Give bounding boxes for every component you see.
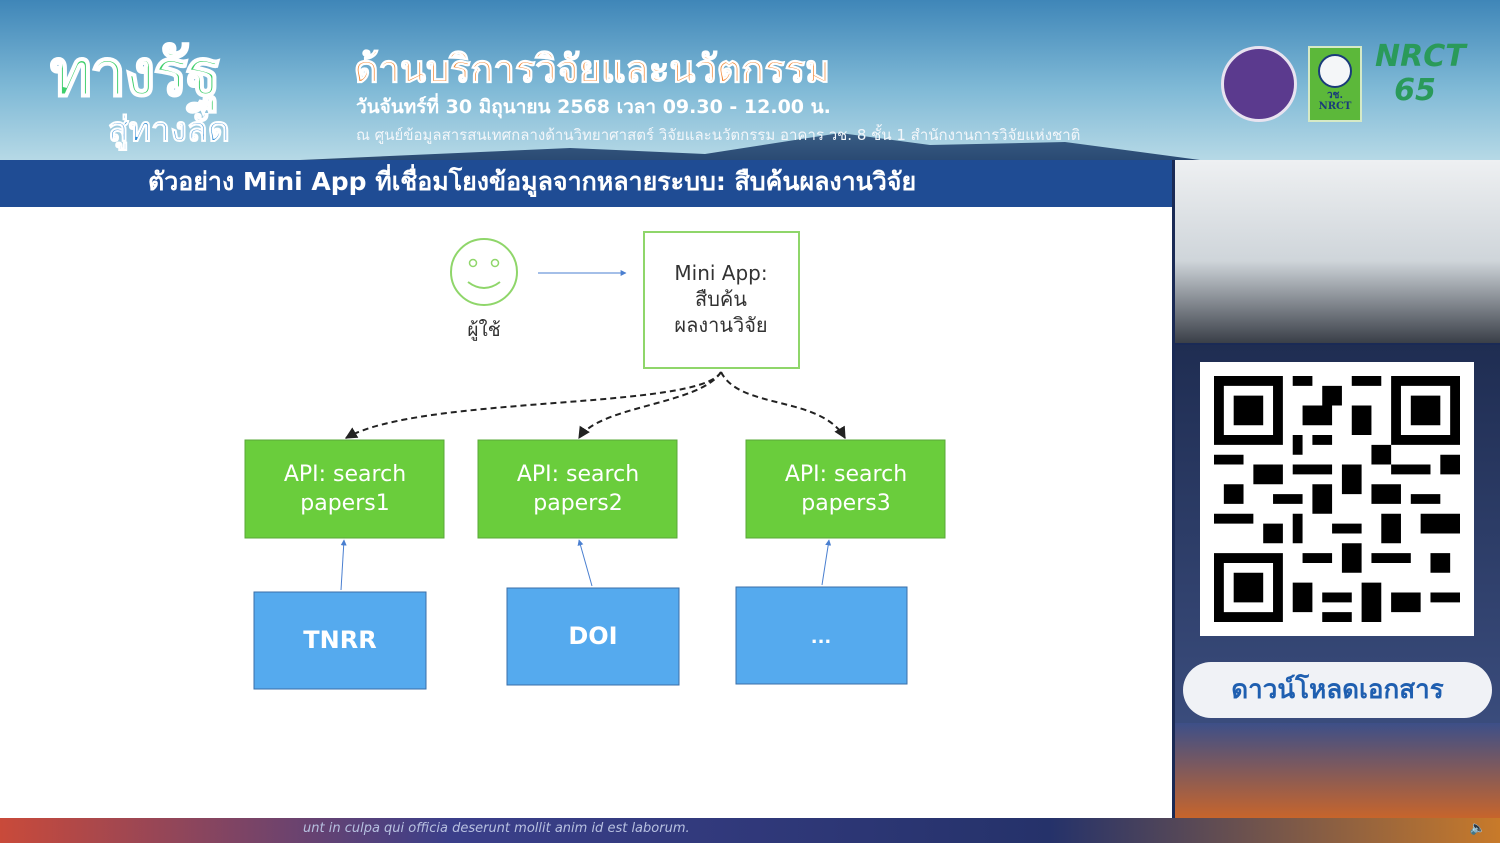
svg-text:...: ... — [811, 627, 832, 648]
download-panel: ดาวน์โหลดเอกสาร — [1175, 345, 1500, 723]
source-box-other: ... — [735, 586, 908, 685]
nrct-wheel-emblem — [1318, 54, 1352, 88]
link-tnrr — [340, 539, 347, 591]
svg-text:papers1: papers1 — [300, 491, 389, 516]
link-other — [821, 539, 832, 586]
svg-text:API: search: API: search — [517, 462, 639, 487]
speaker-video-feed — [1175, 160, 1500, 343]
download-document-button[interactable]: ดาวน์โหลดเอกสาร — [1183, 662, 1492, 718]
source-box-tnrr: TNRR — [253, 591, 427, 690]
ticker-text: unt in culpa qui officia deserunt mollit… — [303, 821, 690, 836]
bottom-ticker: unt in culpa qui officia deserunt mollit… — [0, 818, 1500, 843]
user-smiley-icon — [450, 238, 518, 306]
city-background-decoration — [1175, 723, 1500, 818]
dashed-link-api1 — [344, 371, 722, 439]
miniapp-label-2: สืบค้น — [695, 287, 747, 311]
svg-text:papers2: papers2 — [533, 491, 622, 516]
svg-text:API: search: API: search — [785, 462, 907, 487]
qr-code[interactable] — [1200, 362, 1474, 636]
dashed-link-api3 — [720, 371, 846, 440]
nrct-65-anniversary-logo: NRCT 65 — [1375, 39, 1466, 108]
program-logo-subtitle: สู่ทางลัด — [108, 110, 231, 151]
miniapp-box — [643, 231, 800, 369]
user-label: ผู้ใช้ — [467, 319, 500, 341]
api-box-2: API: search papers2 — [477, 439, 678, 539]
api-box-1: API: search papers1 — [244, 439, 445, 539]
miniapp-label-3: ผลงานวิจัย — [674, 313, 767, 337]
nrct-logo: วช. NRCT — [1308, 46, 1362, 122]
qr-code-pattern — [1214, 376, 1460, 622]
event-place: ณ ศูนย์ข้อมูลสารสนเทศกลางด้านวิทยาศาสตร์… — [356, 126, 1081, 144]
volume-icon[interactable]: 🔈 — [1469, 821, 1486, 836]
source-box-doi: DOI — [506, 587, 680, 686]
nrct-logo-text: วช. NRCT — [1318, 90, 1352, 112]
svg-text:TNRR: TNRR — [303, 626, 376, 654]
svg-text:DOI: DOI — [568, 622, 617, 650]
svg-text:papers3: papers3 — [801, 491, 890, 516]
program-logo: ทางรัฐ — [49, 36, 222, 112]
ministry-seal-logo — [1221, 46, 1297, 122]
event-date: วันจันทร์ที่ 30 มิถุนายน 2568 เวลา 09.30… — [356, 96, 831, 118]
svg-text:API: search: API: search — [284, 462, 406, 487]
dashed-link-api2 — [578, 371, 722, 440]
slide-title: ตัวอย่าง Mini App ที่เชื่อมโยงข้อมูลจากห… — [0, 160, 1172, 207]
api-box-3: API: search papers3 — [745, 439, 946, 539]
event-banner: ทางรัฐ สู่ทางลัด ด้านบริการวิจัยและนวัตก… — [0, 0, 1500, 160]
link-doi — [577, 539, 593, 587]
slide-content: ผู้ใช้ Mini App: สืบค้น ผลงานวิจัย API: … — [0, 207, 1172, 818]
architecture-diagram: ผู้ใช้ Mini App: สืบค้น ผลงานวิจัย API: … — [244, 231, 946, 690]
event-title: ด้านบริการวิจัยและนวัตกรรม — [353, 47, 831, 92]
miniapp-label-1: Mini App: — [674, 261, 767, 285]
